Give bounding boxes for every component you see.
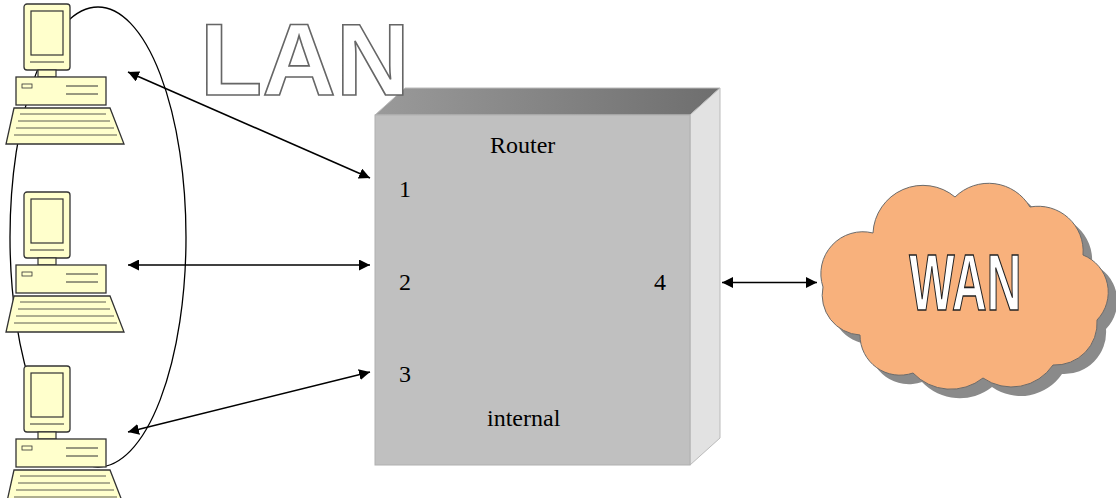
router-front — [375, 115, 690, 465]
port-label: internal — [487, 405, 560, 431]
text-holder: WAN — [815, 175, 1115, 390]
port-label: 4 — [654, 269, 666, 295]
port-label: 2 — [399, 269, 411, 295]
link-arrow — [722, 282, 817, 284]
port-label: 3 — [399, 361, 411, 387]
network-cloud: WAN — [815, 175, 1115, 390]
computer — [6, 192, 124, 332]
link-arrow — [128, 264, 370, 266]
device-title: Router — [490, 132, 555, 158]
router-side — [690, 88, 720, 465]
cloud-shape — [821, 183, 1108, 389]
network-label: WAN — [909, 243, 1021, 323]
computer — [6, 366, 124, 498]
network-title: LAN — [200, 9, 410, 111]
router-box: Router 1 2 3 4 internal — [375, 88, 720, 465]
port-label: 1 — [399, 176, 411, 202]
router-top — [375, 88, 720, 115]
link-arrow — [128, 372, 370, 432]
computer — [6, 4, 124, 144]
